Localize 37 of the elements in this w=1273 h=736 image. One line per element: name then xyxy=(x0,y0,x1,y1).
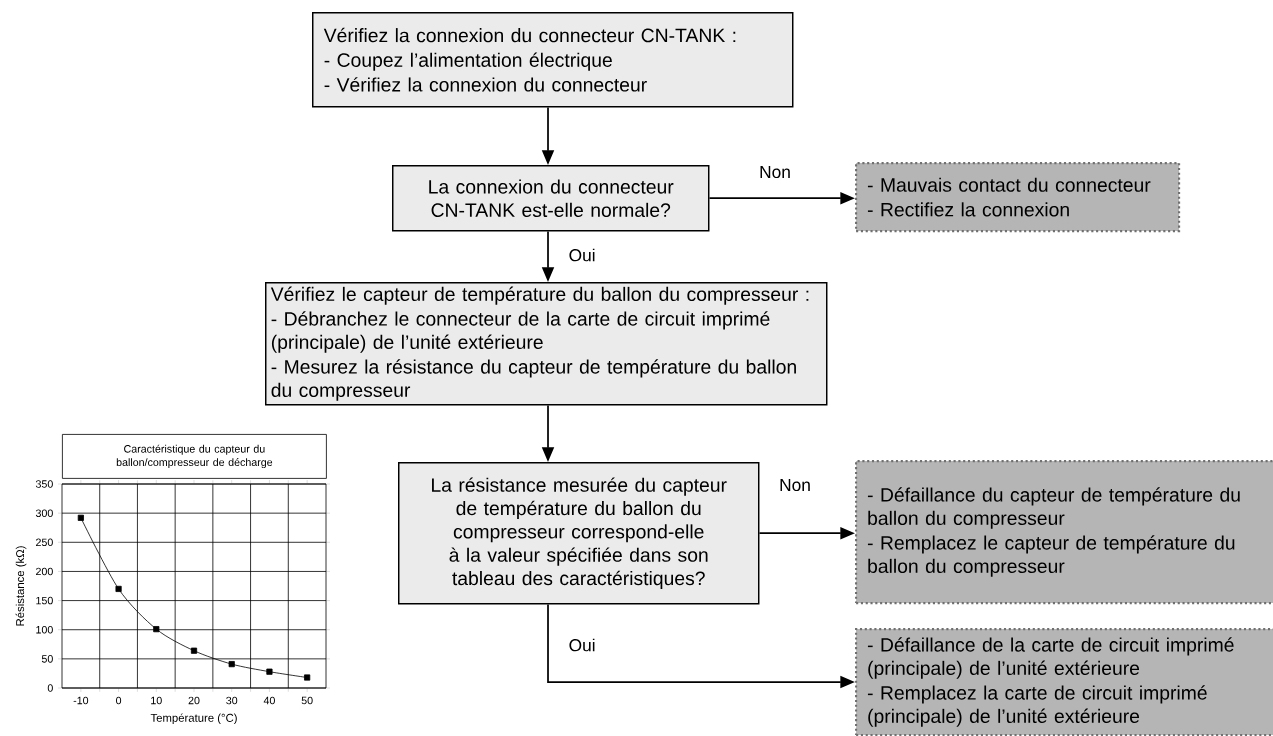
y-tick-label: 150 xyxy=(36,596,53,605)
process-box: Vérifiez le capteur de température du ballon du compresseur : - Débranchez le connecteur de la carte de circuit imprimé (principale) de l’unité extérieure - Mesurez la résistance du capteur de température du ballon du compresseur xyxy=(265,282,828,406)
x-tick-label: 40 xyxy=(263,696,275,705)
y-tick-label: 50 xyxy=(41,655,53,663)
point xyxy=(115,585,122,592)
edge-label: Oui xyxy=(567,247,597,263)
point xyxy=(304,674,311,681)
chart-title: Caractéristique du capteur du ballon/compresseur de décharge xyxy=(116,444,273,469)
edge-label: Non xyxy=(757,164,793,180)
x-tick-label: 20 xyxy=(188,696,200,705)
point xyxy=(190,647,198,654)
y-tick-label: 250 xyxy=(36,538,53,547)
point xyxy=(77,514,84,521)
chart-title-box: Caractéristique du capteur du ballon/compresseur de décharge xyxy=(62,434,327,479)
x-tick-label: -10 xyxy=(73,696,89,705)
decision-box: La résistance mesurée du capteur de température du ballon du compresseur correspond-elle à la valeur spécifiée dans son tableau des caractéristiques? xyxy=(398,462,760,605)
result-box: - Défaillance de la carte de circuit imprimé (principale) de l’unité extérieure - Remplacez la carte de circuit imprimé (principale) de l’unité extérieure xyxy=(855,628,1273,736)
point xyxy=(153,626,160,633)
edge-label: Non xyxy=(777,477,813,493)
result-box: - Défaillance du capteur de température du ballon du compresseur - Remplacez le capteur de température du ballon du compresseur xyxy=(855,460,1273,605)
y-axis-title: Résistance (kΩ) xyxy=(15,546,27,626)
x-tick-label: 10 xyxy=(151,696,162,705)
y-tick-label: 100 xyxy=(36,625,53,634)
point xyxy=(266,668,273,675)
y-tick-label: 300 xyxy=(35,509,53,517)
edge-label: Oui xyxy=(567,637,597,653)
decision-box: La connexion du connecteur CN-TANK est-elle normale? xyxy=(392,165,710,232)
x-axis-title: Température (°C) xyxy=(150,713,237,725)
y-tick-label: 200 xyxy=(36,567,53,576)
x-tick-label: 50 xyxy=(301,696,313,705)
y-tick-label: 0 xyxy=(47,684,53,692)
y-tick-label: 350 xyxy=(35,480,53,488)
point xyxy=(228,661,235,668)
process-box: Vérifiez la connexion du connecteur CN-TANK : - Coupez l’alimentation électrique - Vérifiez la connexion du connecteur xyxy=(312,12,794,108)
x-tick-label: 0 xyxy=(116,696,122,705)
x-tick-label: 30 xyxy=(226,696,238,705)
result-box: - Mauvais contact du connecteur - Rectifiez la connexion xyxy=(855,162,1181,233)
